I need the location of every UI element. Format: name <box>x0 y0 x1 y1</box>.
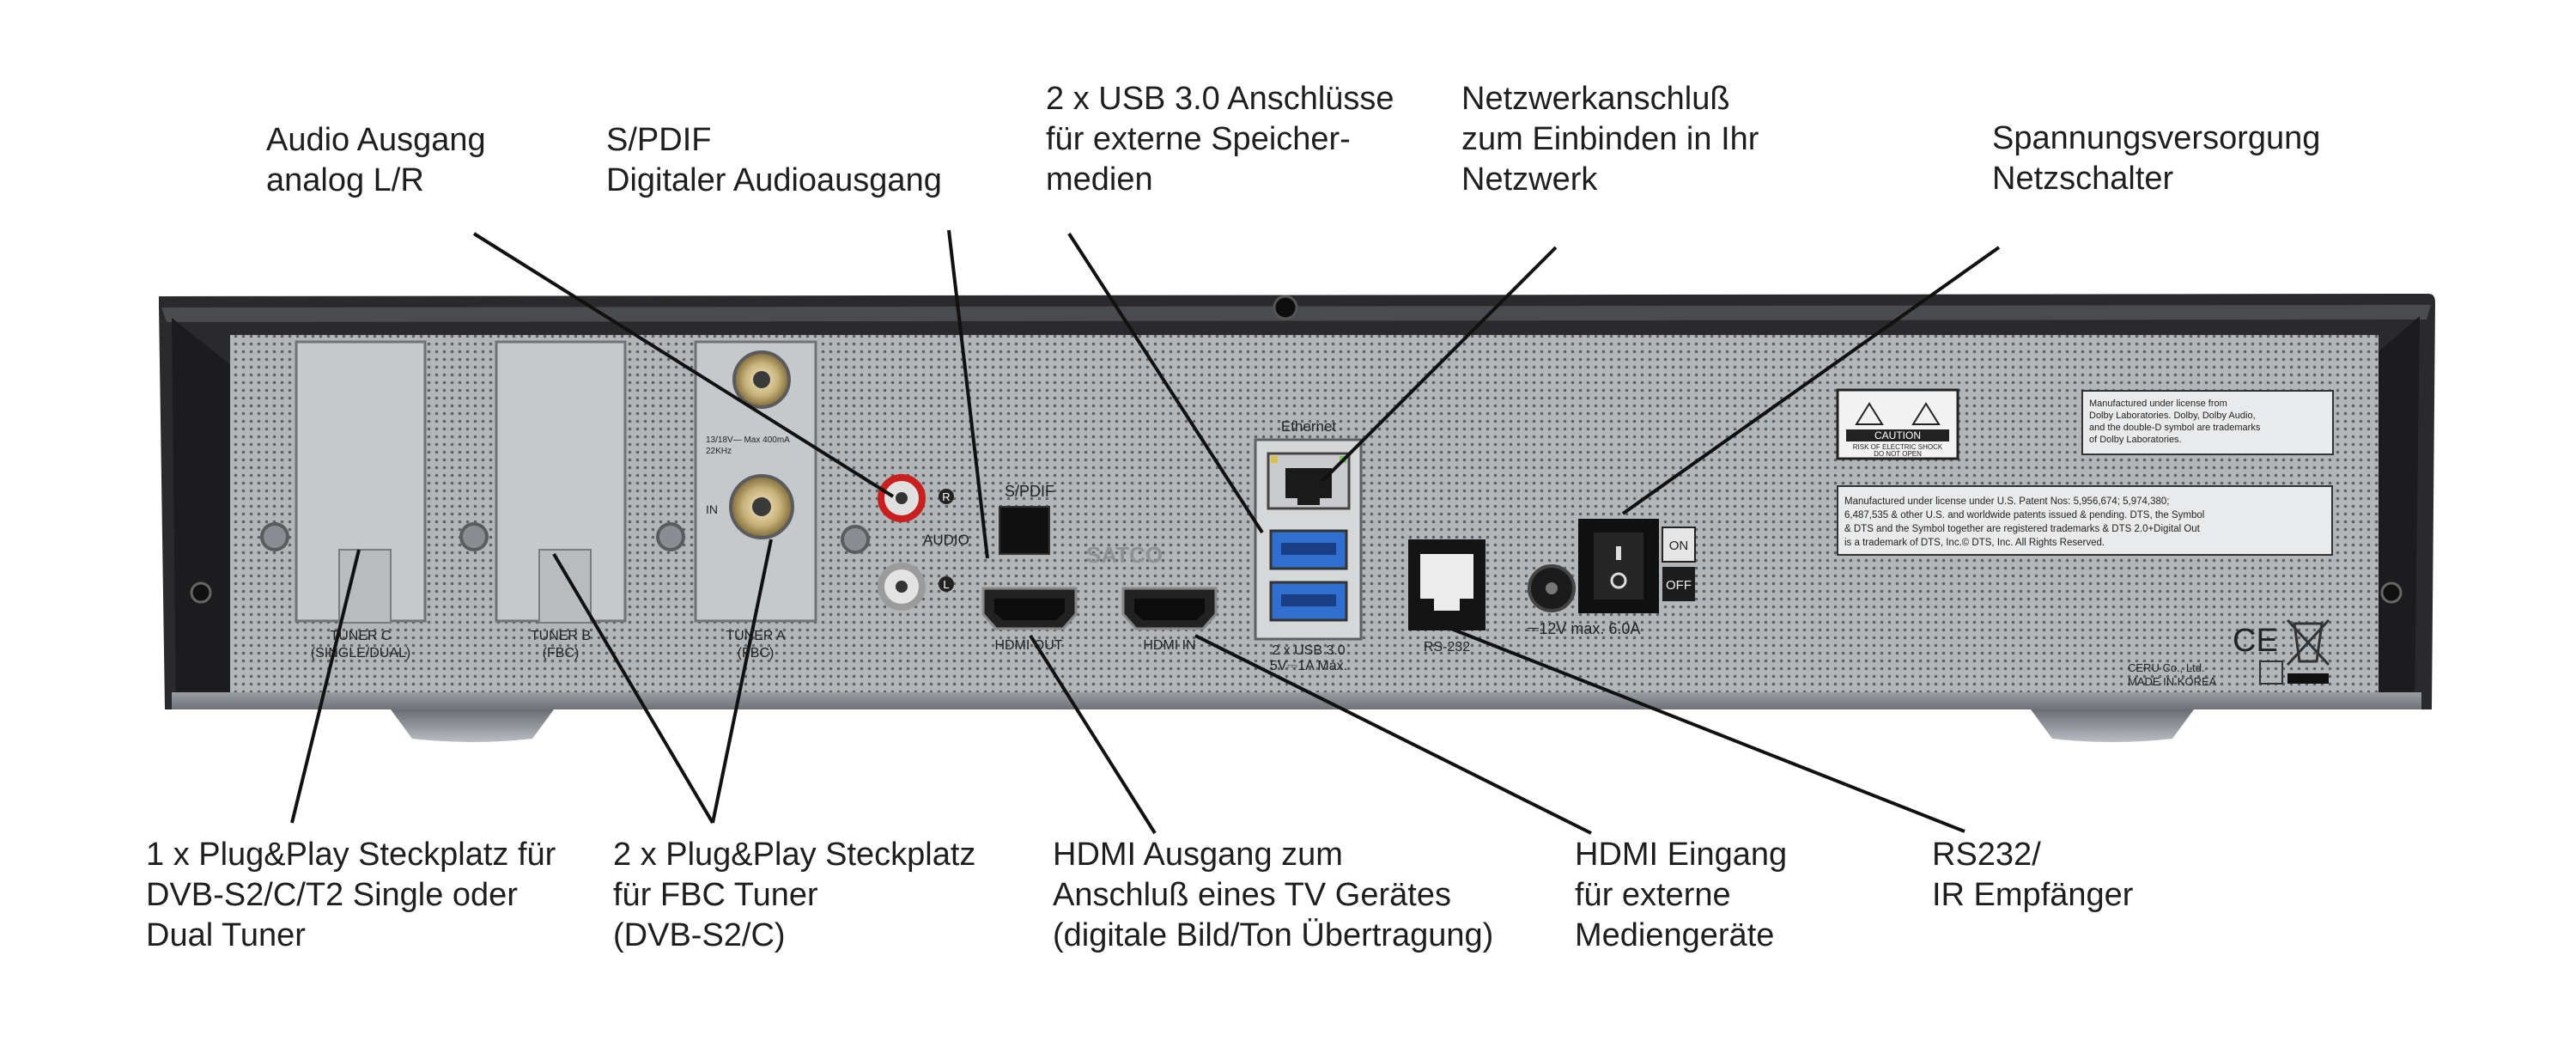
hdmi-in-label: HDMI IN <box>1143 638 1195 653</box>
dts-line-4: is a trademark of DTS, Inc.© DTS, Inc. A… <box>1844 538 2105 548</box>
dolby-line-3: and the double-D symbol are trademarks <box>2089 423 2261 433</box>
callout-hdmi-in: HDMI Eingang für externe Mediengeräte <box>1575 835 1787 956</box>
lnb-info-1: 13/18V— Max 400mA <box>706 435 790 445</box>
callout-line: HDMI Ausgang zum <box>1053 837 1343 873</box>
hdmi-ports <box>981 587 1218 630</box>
dts-line-2: 6,487,535 & other U.S. and worldwide pat… <box>1844 510 2204 520</box>
callout-spdif: S/PDIF Digitaler Audioausgang <box>606 120 942 201</box>
lnb-in-label: IN <box>706 502 718 516</box>
callout-line: Spannungsversorgung <box>1992 120 2321 156</box>
leader-hdmi-out <box>1029 634 1157 835</box>
rs232-port <box>1408 539 1485 630</box>
leader-usb <box>1067 232 1264 534</box>
callout-power: Spannungsversorgung Netzschalter <box>1992 119 2320 199</box>
dolby-line-4: of Dolby Laboratories. <box>2089 435 2182 445</box>
device-feet <box>391 709 2194 742</box>
caution-line-2: DO NOT OPEN <box>1874 450 1922 458</box>
callout-line: Anschluß eines TV Gerätes <box>1053 877 1451 913</box>
leader-spdif <box>947 229 989 559</box>
callout-tuner-single: 1 x Plug&Play Steckplatz für DVB-S2/C/T2… <box>146 835 556 956</box>
callout-rs232: RS232/ IR Empfänger <box>1932 835 2133 916</box>
callout-line: Dual Tuner <box>146 917 306 953</box>
maker-line-2: MADE IN KOREA <box>2128 675 2217 688</box>
callout-audio-output: Audio Ausgang analog L/R <box>266 120 486 201</box>
hdmi-out-label: HDMI OUT <box>994 638 1062 653</box>
usb-label-1: 2 x USB 3.0 <box>1272 643 1345 658</box>
dts-line-1: Manufactured under license under U.S. Pa… <box>1844 496 2169 507</box>
callout-hdmi-out: HDMI Ausgang zum Anschluß eines TV Gerät… <box>1053 835 1493 956</box>
audio-l-label: L <box>943 578 949 591</box>
leader-hdmi-in <box>1194 634 1592 835</box>
callout-line: IR Empfänger <box>1932 877 2134 913</box>
callout-line: 2 x USB 3.0 Anschlüsse <box>1046 81 1394 117</box>
callout-line: für externe Speicher- <box>1046 121 1351 157</box>
ce-mark: CE <box>2233 623 2278 659</box>
callout-line: Netzwerkanschluß <box>1461 81 1730 117</box>
lnb-info-2: 22KHz <box>706 447 732 456</box>
callout-line: für FBC Tuner <box>613 877 818 913</box>
callout-line: DVB-S2/C/T2 Single oder <box>146 877 518 913</box>
leader-tuner-fbc-1 <box>552 552 714 825</box>
caution-title: CAUTION <box>1874 429 1921 441</box>
callout-line: HDMI Eingang <box>1575 837 1788 873</box>
callout-line: medien <box>1046 161 1153 198</box>
audio-label: AUDIO <box>923 532 969 548</box>
tuner-slots <box>260 340 870 624</box>
tuner-a-sub: (FBC) <box>738 646 775 661</box>
power-label: ⎓12V max. 6.0A <box>1527 620 1640 637</box>
callout-usb: 2 x USB 3.0 Anschlüsse für externe Speic… <box>1046 79 1394 200</box>
dolby-line-2: Dolby Laboratories. Dolby, Dolby Audio, <box>2089 411 2256 421</box>
leader-audio <box>472 232 895 498</box>
callout-network: Netzwerkanschluß zum Einbinden in Ihr Ne… <box>1461 79 1759 200</box>
leader-tuner-fbc-2 <box>711 539 773 824</box>
rca-audio-connectors <box>878 474 954 611</box>
device-labels: TUNER C (SINGLE/DUAL) TUNER B (FBC) TUNE… <box>311 399 2278 688</box>
spdif-port <box>999 506 1050 555</box>
callout-line: RS232/ <box>1932 837 2041 873</box>
ethernet-usb-block <box>1254 438 1363 641</box>
callout-line: S/PDIF <box>606 122 712 158</box>
spdif-label: S/PDIF <box>1005 483 1054 500</box>
callout-line: Digitaler Audioausgang <box>606 162 942 198</box>
dolby-line-1: Manufactured under license from <box>2089 399 2227 409</box>
on-label: ON <box>1669 539 1689 553</box>
tuner-b-label: TUNER B <box>531 629 591 643</box>
dts-line-3: & DTS and the Symbol together are regist… <box>1844 524 2201 534</box>
callout-tuner-fbc: 2 x Plug&Play Steckplatz für FBC Tuner (… <box>613 835 975 956</box>
leader-network <box>1321 246 1558 483</box>
callout-line: zum Einbinden in Ihr <box>1461 121 1759 157</box>
callout-line: Netzwerk <box>1461 161 1598 198</box>
leader-power <box>1621 246 2001 515</box>
f-connectors <box>729 350 794 539</box>
callout-line: analog L/R <box>266 162 424 198</box>
ethernet-label: Ethernet <box>1281 418 1337 435</box>
leader-rs232 <box>1450 627 1965 833</box>
callout-line: (DVB-S2/C) <box>613 917 786 953</box>
caution-line-1: RISK OF ELECTRIC SHOCK <box>1853 443 1943 451</box>
usb-label-2: 5V⎓1A Max. <box>1270 659 1347 673</box>
tuner-a-label: TUNER A <box>726 629 786 643</box>
callout-line: Audio Ausgang <box>266 122 486 158</box>
callout-line: Netzschalter <box>1992 161 2174 197</box>
callout-line: (digitale Bild/Ton Übertragung) <box>1053 917 1494 953</box>
callout-line: 2 x Plug&Play Steckplatz <box>613 837 976 873</box>
maker-line-1: CERU Co., Ltd. <box>2128 661 2205 674</box>
off-label: OFF <box>1666 578 1692 593</box>
tuner-c-label: TUNER C <box>330 629 391 643</box>
callout-line: 1 x Plug&Play Steckplatz für <box>146 837 556 873</box>
brand-label: SATCO <box>1086 542 1163 568</box>
audio-r-label: R <box>942 490 950 503</box>
power-section <box>1528 519 1696 613</box>
callout-line: Mediengeräte <box>1575 917 1775 953</box>
warning-labels <box>1836 388 2334 685</box>
tuner-c-sub: (SINGLE/DUAL) <box>311 646 410 661</box>
leader-tuner-single <box>290 549 361 824</box>
tuner-b-sub: (FBC) <box>543 646 580 661</box>
leader-lines <box>290 229 2001 835</box>
rs232-label: RS-232 <box>1424 640 1470 654</box>
callout-line: für externe <box>1575 877 1731 913</box>
